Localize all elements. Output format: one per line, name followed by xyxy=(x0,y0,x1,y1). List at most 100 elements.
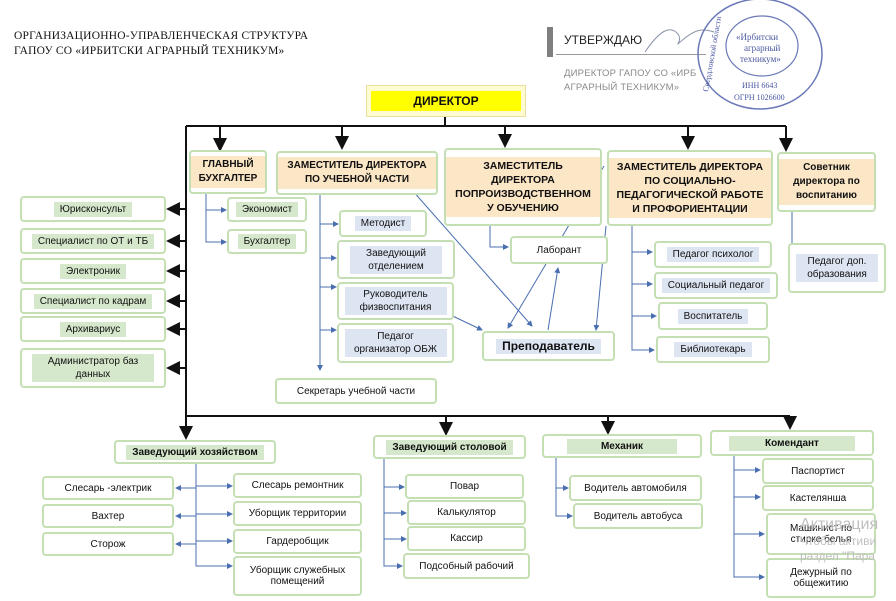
watermark-line-1: Активация xyxy=(800,516,879,533)
left-staff-label: Специалист по ОТ и ТБ xyxy=(31,233,155,249)
signature-scribble xyxy=(644,29,715,53)
commandant-label: Дежурный по общежитию xyxy=(790,567,852,589)
household-right-label: Уборщик служебных помещений xyxy=(249,565,346,587)
mechanic-head-box: Механик xyxy=(542,434,702,458)
household-right-label: Гардеробщик xyxy=(266,536,329,547)
left-staff-label: Юрисконсульт xyxy=(53,201,133,217)
deputy-social-label: ЗАМЕСТИТЕЛЬ ДИРЕКТОРА ПО СОЦИАЛЬНО-ПЕДАГ… xyxy=(609,158,771,218)
canteen-staff-1: Калькулятор xyxy=(407,500,526,525)
study-label: Педагог организатор ОБЖ xyxy=(344,329,447,357)
mechanic-label: Водитель автомобиля xyxy=(584,482,687,494)
accounting-staff-1: Бухгалтер xyxy=(227,229,307,254)
left-staff-label: Специалист по кадрам xyxy=(33,293,153,309)
canteen-label: Повар xyxy=(449,481,480,492)
left-staff-1: Специалист по ОТ и ТБ xyxy=(20,228,166,254)
mechanic-staff-1: Водитель автобуса xyxy=(573,503,703,529)
social-label: Социальный педагог xyxy=(661,278,771,293)
canteen-head-box: Заведующий столовой xyxy=(373,435,526,459)
commandant-head-label: Комендант xyxy=(729,435,855,451)
social-staff-3: Библиотекарь xyxy=(656,336,770,363)
social-label: Педагог психолог xyxy=(666,247,760,262)
lab-label: Лаборант xyxy=(536,244,582,256)
deputy-study-label: ЗАМЕСТИТЕЛЬ ДИРЕКТОРА ПО УЧЕБНОЙ ЧАСТИ xyxy=(278,157,436,189)
household-head-label: Заведующий хозяйством xyxy=(126,444,264,460)
canteen-label: Кассир xyxy=(450,533,483,544)
left-staff-0: Юрисконсульт xyxy=(20,196,166,222)
household-head-box: Заведующий хозяйством xyxy=(114,440,276,464)
household-right-1: Уборщик территории xyxy=(233,501,362,526)
watermark-line-2: Чтобы активи xyxy=(800,534,877,548)
seal-text-1: «Ирбитски xyxy=(736,32,778,42)
chief-accountant-box: ГЛАВНЫЙ БУХГАЛТЕР xyxy=(189,150,267,194)
canteen-staff-2: Кассир xyxy=(407,526,526,551)
study-label: Руководитель физвоспитания xyxy=(344,287,447,315)
household-left-0: Слесарь -электрик xyxy=(42,476,174,500)
commandant-staff-3: Дежурный по общежитию xyxy=(766,558,876,598)
social-staff-2: Воспитатель xyxy=(658,302,768,330)
mechanic-head-label: Механик xyxy=(566,438,678,454)
watermark-line-3: раздел "Пара xyxy=(800,549,875,563)
deputy-study-box: ЗАМЕСТИТЕЛЬ ДИРЕКТОРА ПО УЧЕБНОЙ ЧАСТИ xyxy=(276,151,438,195)
teacher-box: Преподаватель xyxy=(482,331,615,361)
chief-accountant-label: ГЛАВНЫЙ БУХГАЛТЕР xyxy=(191,156,265,188)
signature-line xyxy=(556,54,706,55)
advisor-staff-label: Педагог доп. образования xyxy=(796,254,878,282)
advisor-staff-box: Педагог доп. образования xyxy=(788,243,886,293)
commandant-staff-1: Кастелянша xyxy=(762,485,874,511)
social-label: Воспитатель xyxy=(677,308,749,324)
household-left-label: Слесарь -электрик xyxy=(64,482,152,494)
study-staff-0: Методист xyxy=(339,210,427,237)
mechanic-label: Водитель автобуса xyxy=(593,510,683,522)
canteen-label: Калькулятор xyxy=(437,507,496,518)
canteen-label: Подсобный рабочий xyxy=(419,560,514,572)
commandant-staff-0: Паспортист xyxy=(762,458,874,484)
commandant-label: Кастелянша xyxy=(789,492,847,504)
official-seal: «Ирбитски аграрный техникум» ОГРН 102660… xyxy=(697,0,823,110)
canteen-staff-3: Подсобный рабочий xyxy=(403,553,530,579)
household-left-label: Сторож xyxy=(90,538,126,550)
household-right-label: Слесарь ремонтник xyxy=(251,480,344,491)
study-staff-3: Педагог организатор ОБЖ xyxy=(337,323,454,363)
commandant-staff-2: Машинист по стирке белья xyxy=(766,513,876,555)
mechanic-staff-0: Водитель автомобиля xyxy=(569,475,702,501)
seal-ring-text: ОГРН 1026600 xyxy=(734,93,785,102)
lab-box: Лаборант xyxy=(510,236,608,264)
title-line-1: ОРГАНИЗАЦИОННО-УПРАВЛЕНЧЕСКАЯ СТРУКТУРА xyxy=(14,30,309,42)
study-label: Заведующий отделением xyxy=(350,245,442,274)
activation-watermark: Активация Чтобы активи раздел "Пара xyxy=(800,515,896,564)
household-left-label: Вахтер xyxy=(91,510,125,522)
approve-subtitle-1: ДИРЕКТОР ГАПОУ СО «ИРБ xyxy=(564,68,697,79)
title-line-2: ГАПОУ СО «ИРБИТСКИ АГРАРНЫЙ ТЕХНИКУМ» xyxy=(14,45,285,57)
teacher-label: Преподаватель xyxy=(496,338,601,354)
social-staff-0: Педагог психолог xyxy=(654,241,772,268)
social-staff-1: Социальный педагог xyxy=(654,272,778,299)
deputy-production-box: ЗАМЕСТИТЕЛЬ ДИРЕКТОРА ПОПРОИЗВОДСТВЕННОМ… xyxy=(444,148,602,226)
left-staff-2: Электроник xyxy=(20,258,166,284)
left-staff-3: Специалист по кадрам xyxy=(20,288,166,314)
household-left-2: Сторож xyxy=(42,532,174,556)
left-staff-5: Администратор баз данных xyxy=(20,348,166,388)
study-label: Методист xyxy=(354,216,412,231)
household-right-0: Слесарь ремонтник xyxy=(233,473,362,498)
approve-subtitle-2: АГРАРНЫЙ ТЕХНИКУМ» xyxy=(564,82,680,93)
accounting-label: Экономист xyxy=(235,202,299,217)
study-staff-1: Заведующий отделением xyxy=(337,240,455,279)
household-right-2: Гардеробщик xyxy=(233,529,362,554)
seal-ring-text-2: ИНН 6643 xyxy=(742,81,777,90)
secretary-box: Секретарь учебной части xyxy=(275,378,437,404)
director-label: ДИРЕКТОР xyxy=(371,91,521,111)
deputy-social-box: ЗАМЕСТИТЕЛЬ ДИРЕКТОРА ПО СОЦИАЛЬНО-ПЕДАГ… xyxy=(607,150,773,226)
advisor-box: Советник директора по воспитанию xyxy=(777,152,876,212)
approve-accent-bar xyxy=(547,27,553,57)
social-label: Библиотекарь xyxy=(674,342,752,357)
seal-text-3: техникум» xyxy=(740,54,781,64)
accounting-label: Бухгалтер xyxy=(237,234,297,249)
commandant-label: Паспортист xyxy=(791,465,845,477)
left-staff-label: Архивариус xyxy=(59,321,127,337)
director-box: ДИРЕКТОР xyxy=(366,85,526,117)
commandant-head-box: Комендант xyxy=(710,430,874,456)
seal-text-2: аграрный xyxy=(744,43,781,53)
advisor-label: Советник директора по воспитанию xyxy=(779,159,874,205)
household-right-label: Уборщик территории xyxy=(248,508,347,519)
